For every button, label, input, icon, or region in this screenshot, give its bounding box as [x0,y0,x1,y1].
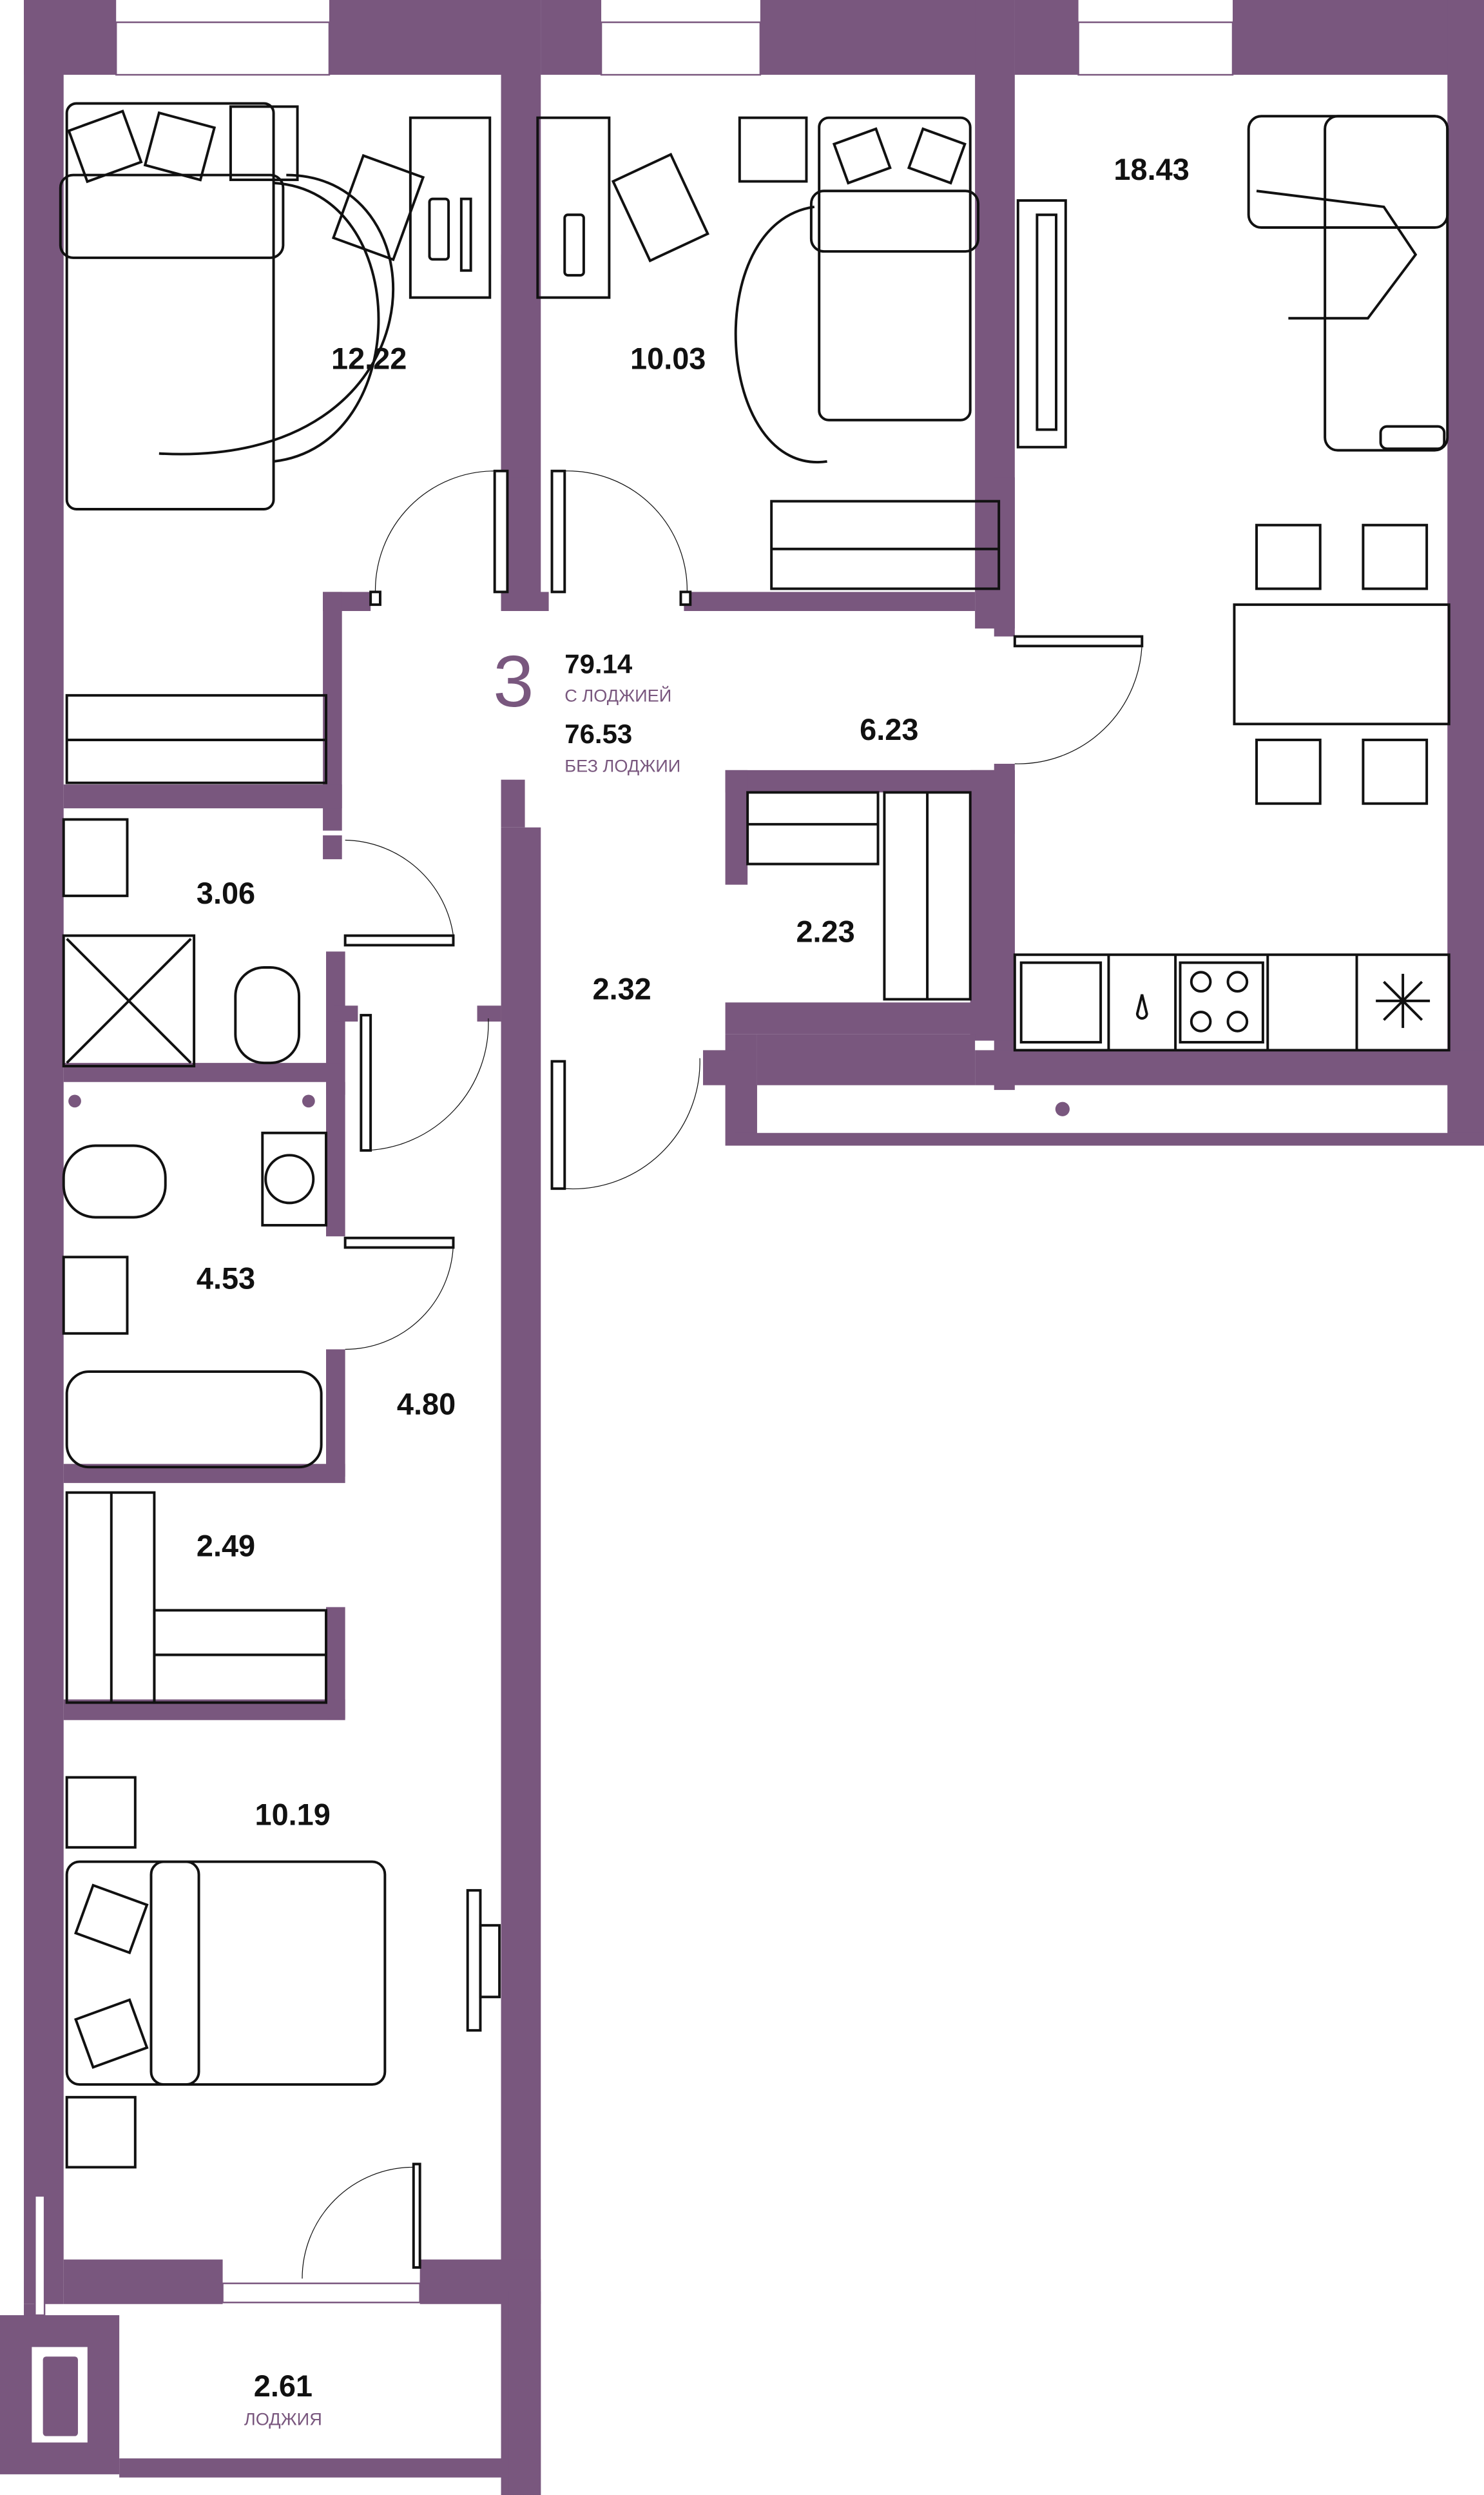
furniture [59,102,1450,2169]
total-with-loggia-label: С ЛОДЖИЕЙ [564,686,671,706]
desk-icon [331,116,492,299]
shower-icon [62,934,196,1068]
sink-icon [62,1256,129,1335]
area-corridor-2: 4.80 [397,1388,456,1421]
desk-icon [536,116,709,299]
total-without-loggia: 76.53 [564,719,632,749]
toilet-icon [62,1144,167,1219]
wardrobe-icon [65,1491,327,1704]
area-bathroom-2: 4.53 [197,1262,255,1296]
area-wardrobe-2: 2.49 [197,1529,255,1562]
area-wardrobe-1: 2.23 [796,915,854,948]
labels: 12.22 10.03 18.43 6.23 2.23 2.32 3.06 4.… [197,153,1190,2429]
dining-table-icon [1233,523,1450,805]
bed-icon [65,1860,387,2086]
area-bedroom-2: 10.03 [630,342,706,376]
area-bedroom-3: 10.19 [255,1798,331,1832]
sink-icon [62,818,129,897]
stove-icon [1179,961,1264,1044]
wardrobe-icon [770,500,1001,590]
loggia-label: ЛОДЖИЯ [244,2409,322,2429]
bed-icon [734,116,980,463]
area-loggia: 2.61 [254,2369,313,2403]
bathtub-icon [65,1370,323,1469]
tv-stand-icon [1016,199,1067,449]
room-count: 3 [493,641,534,723]
kitchen-counter-icon [1013,953,1450,1052]
wardrobe-icon [65,694,327,784]
wardrobe-icon [746,791,972,1001]
washing-machine-icon [261,1131,327,1227]
total-with-loggia: 79.14 [564,648,633,679]
snowflake-icon [1376,973,1431,1028]
total-without-loggia-label: БЕЗ ЛОДЖИИ [564,755,680,775]
area-bedroom-1: 12.22 [331,342,407,376]
toilet-icon [234,966,301,1065]
water-drop-icon [1135,994,1148,1020]
tv-icon [466,1888,501,2032]
nightstand-icon [65,1776,137,1849]
nightstand-icon [65,2095,137,2169]
nightstand-icon [229,105,299,181]
doors [302,469,1144,2279]
area-living-kitchen: 18.43 [1113,153,1189,186]
sofa-icon [1247,115,1449,452]
area-corridor-1: 2.32 [593,972,651,1005]
nightstand-icon [738,116,808,183]
sink-icon [1019,961,1103,1044]
area-hall: 6.23 [860,713,918,746]
bed-icon [59,102,394,510]
area-bathroom-1: 3.06 [197,877,255,910]
